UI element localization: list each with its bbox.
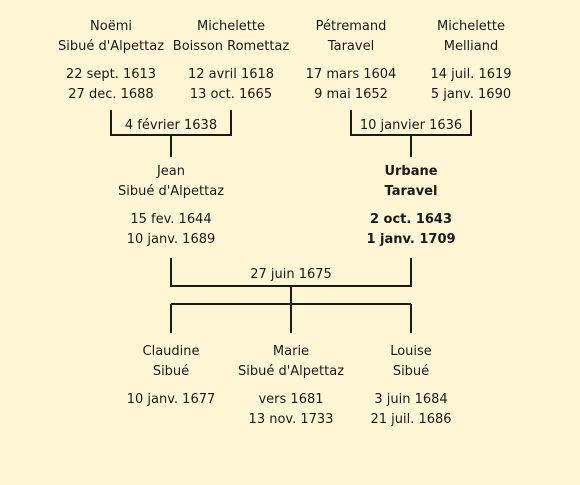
person-last-name: Sibué	[152, 364, 190, 379]
person-card-michelette-melliand: Michelette Melliand 14 juil. 1619 5 janv…	[401, 17, 541, 105]
person-birth-date: 22 sept. 1613	[65, 67, 157, 82]
person-last-name: Sibué	[392, 364, 430, 379]
person-first-name: Marie	[272, 344, 310, 359]
person-birth-date: 17 mars 1604	[305, 67, 397, 82]
person-last-name: Melliand	[443, 39, 499, 54]
marriage-date-maternal: 10 janvier 1636	[359, 118, 463, 133]
person-first-name: Michelette	[436, 19, 505, 34]
person-first-name: Noëmi	[90, 19, 132, 34]
person-first-name: Michelette	[196, 19, 265, 34]
person-card-noemi: Noëmi Sibué d'Alpettaz 22 sept. 1613 27 …	[41, 17, 181, 105]
person-first-name: Claudine	[142, 344, 200, 359]
person-last-name: Taravel	[327, 39, 375, 54]
person-last-name: Sibué d'Alpettaz	[237, 364, 345, 379]
person-death-date: 21 juil. 1686	[370, 412, 452, 427]
person-card-michelette-boisson: Michelette Boisson Romettaz 12 avril 161…	[161, 17, 301, 105]
person-card-petremand: Pétremand Taravel 17 mars 1604 9 mai 165…	[281, 17, 421, 105]
person-birth-date: 10 janv. 1677	[126, 392, 216, 407]
person-last-name: Sibué d'Alpettaz	[57, 39, 165, 54]
person-card-louise: Louise Sibué 3 juin 1684 21 juil. 1686	[341, 342, 481, 430]
person-first-name: Louise	[390, 344, 432, 359]
person-death-date: 5 janv. 1690	[430, 87, 512, 102]
person-card-urbane-focus: Urbane Taravel 2 oct. 1643 1 janv. 1709	[341, 162, 481, 250]
person-card-marie: Marie Sibué d'Alpettaz vers 1681 13 nov.…	[221, 342, 361, 430]
person-first-name: Jean	[156, 164, 186, 179]
person-last-name: Boisson Romettaz	[172, 39, 290, 54]
person-death-date: 10 janv. 1689	[126, 232, 216, 247]
marriage-date-parents: 27 juin 1675	[250, 267, 332, 282]
person-first-name: Pétremand	[315, 19, 387, 34]
person-death-date: 13 nov. 1733	[248, 412, 334, 427]
person-death-date: 1 janv. 1709	[366, 232, 456, 247]
person-card-claudine: Claudine Sibué 10 janv. 1677	[101, 342, 241, 410]
person-death-date: 9 mai 1652	[314, 87, 388, 102]
person-last-name: Taravel	[384, 184, 438, 199]
marriage-date-paternal: 4 février 1638	[124, 118, 218, 133]
person-death-date: 13 oct. 1665	[189, 87, 273, 102]
person-death-date: 27 dec. 1688	[68, 87, 154, 102]
person-birth-date: vers 1681	[258, 392, 324, 407]
person-last-name: Sibué d'Alpettaz	[117, 184, 225, 199]
person-birth-date: 2 oct. 1643	[369, 212, 453, 227]
person-birth-date: 3 juin 1684	[374, 392, 448, 407]
person-birth-date: 15 fev. 1644	[130, 212, 212, 227]
person-birth-date: 12 avril 1618	[187, 67, 275, 82]
person-birth-date: 14 juil. 1619	[430, 67, 512, 82]
person-first-name: Urbane	[384, 164, 438, 179]
person-card-jean: Jean Sibué d'Alpettaz 15 fev. 1644 10 ja…	[101, 162, 241, 250]
